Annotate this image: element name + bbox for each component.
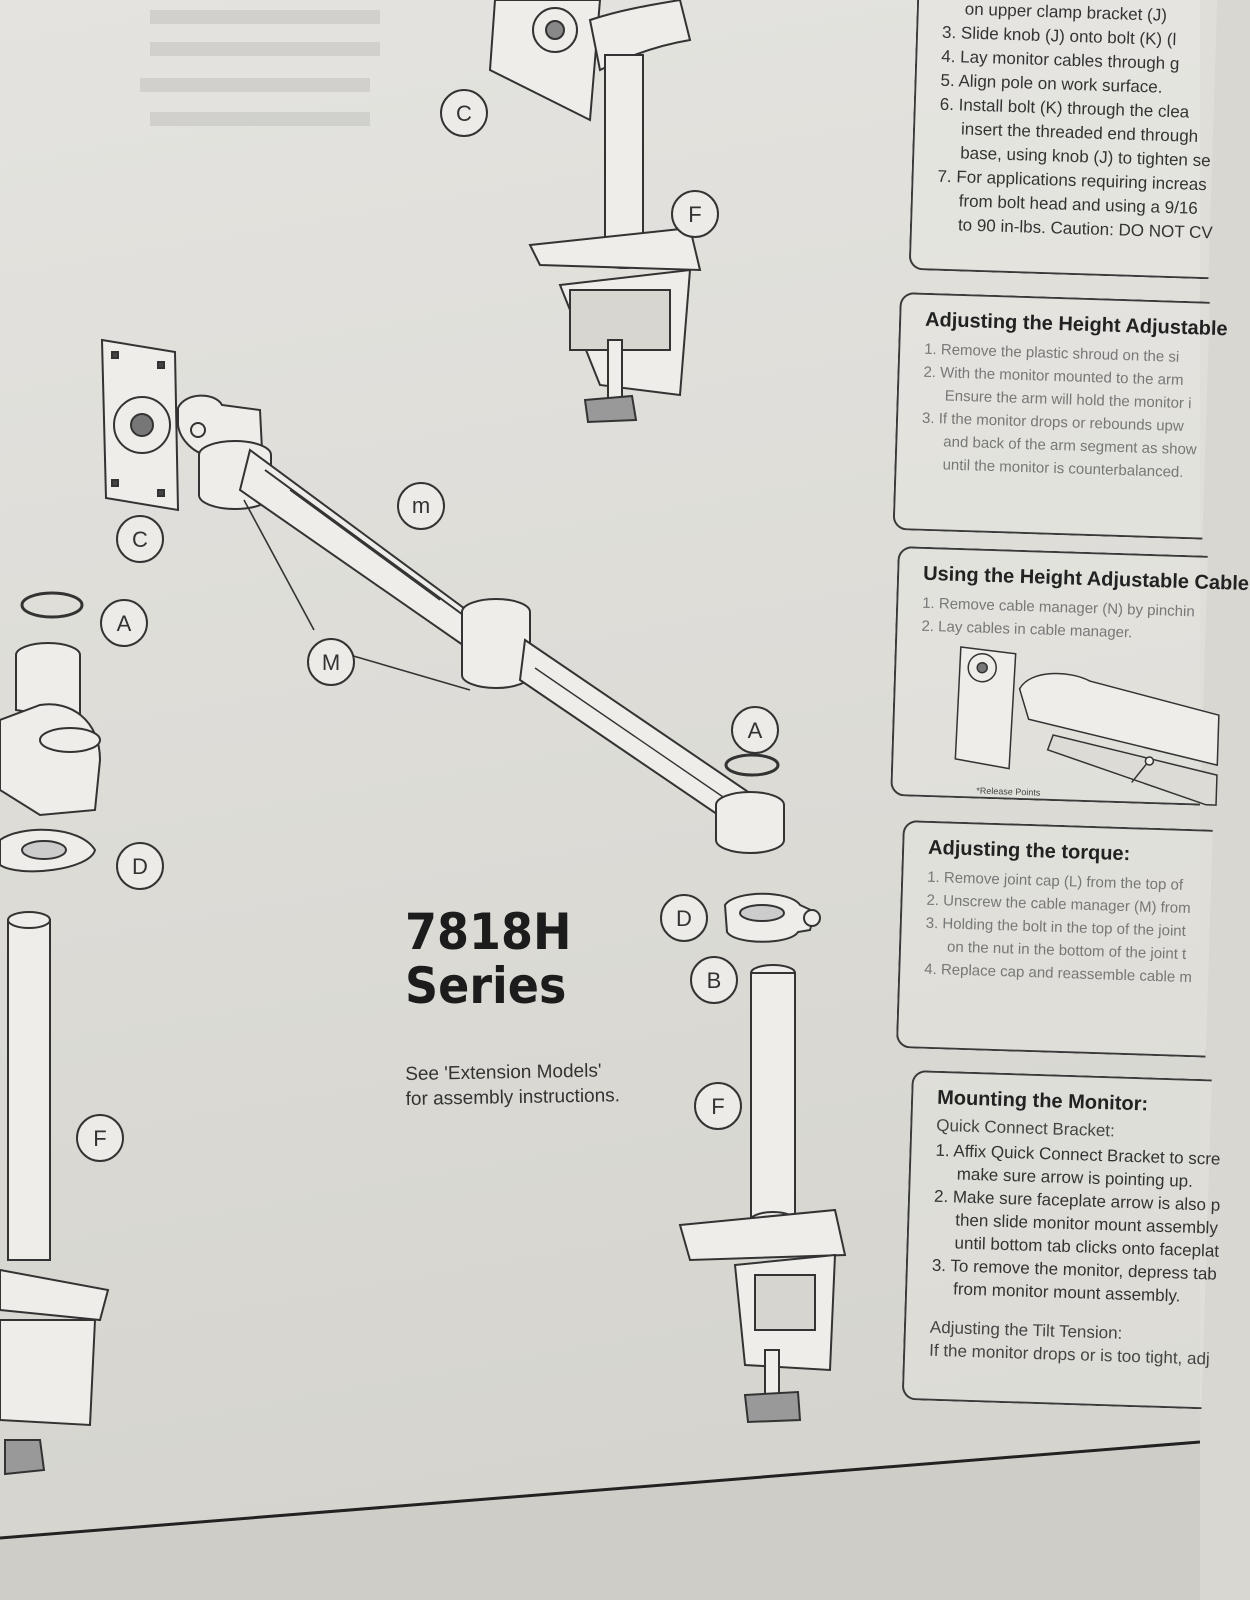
table-surface bbox=[0, 1444, 1200, 1600]
callout-d-left: D bbox=[116, 842, 164, 890]
model-title: 7818H Series bbox=[405, 905, 572, 1013]
mounting-steps: 1. Affix Quick Connect Bracket to scre m… bbox=[931, 1139, 1221, 1309]
callout-f-top-label: F bbox=[688, 202, 701, 227]
model-note-line2: for assembly instructions. bbox=[405, 1085, 621, 1110]
model-note-line1: See 'Extension Models' bbox=[405, 1060, 602, 1085]
callout-b: B bbox=[690, 956, 738, 1004]
dual-arm-illustration bbox=[100, 338, 785, 854]
cable-manager-steps: 1. Remove cable manager (N) by pinchin 2… bbox=[921, 592, 1206, 647]
callout-m-big-label: M bbox=[322, 650, 340, 675]
height-adjust-panel: Adjusting the Height Adjustable 1. Remov… bbox=[892, 292, 1228, 540]
pole-clamp-illustration bbox=[678, 892, 847, 1424]
callout-f-left: F bbox=[76, 1114, 124, 1162]
callout-f-top: F bbox=[671, 190, 719, 238]
assembly-diagram: C F m C A M A D bbox=[0, 0, 1201, 1600]
installation-steps-panel: on upper clamp bracket (J) 3. Slide knob… bbox=[908, 0, 1218, 280]
callout-b-label: B bbox=[707, 968, 722, 993]
installation-steps-list: on upper clamp bracket (J) 3. Slide knob… bbox=[936, 0, 1217, 245]
callout-f-left-label: F bbox=[93, 1126, 106, 1151]
callout-c-mid-label: C bbox=[132, 527, 148, 552]
top-mount-illustration bbox=[488, 0, 702, 424]
callout-c-top-label: C bbox=[456, 101, 472, 126]
model-series: Series bbox=[405, 957, 567, 1015]
cable-manager-panel: Using the Height Adjustable Cable 1. Rem… bbox=[890, 546, 1250, 806]
model-number: 7818H bbox=[405, 903, 572, 961]
callout-f-mid-label: F bbox=[711, 1094, 724, 1119]
callout-m-small-label: m bbox=[412, 493, 430, 518]
callout-m-big: M bbox=[307, 638, 355, 686]
height-adjust-steps: 1. Remove the plastic shroud on the si 2… bbox=[920, 338, 1208, 485]
callout-a-right-label: A bbox=[748, 718, 763, 743]
callout-c-mid: C bbox=[116, 515, 164, 563]
torque-title: Adjusting the torque: bbox=[927, 836, 1131, 866]
page-edge bbox=[0, 1440, 1201, 1540]
torque-panel: Adjusting the torque: 1. Remove joint ca… bbox=[895, 820, 1213, 1058]
mounting-title: Mounting the Monitor: bbox=[936, 1086, 1149, 1116]
leader-lines bbox=[243, 499, 471, 691]
cable-release-illustration bbox=[954, 646, 1220, 806]
mounting-panel: Mounting the Monitor: Quick Connect Brac… bbox=[901, 1070, 1221, 1410]
callout-d-right: D bbox=[660, 894, 708, 942]
cable-manager-title: Using the Height Adjustable Cable bbox=[922, 562, 1250, 596]
callout-m-small: m bbox=[397, 482, 445, 530]
callout-f-mid: F bbox=[694, 1082, 742, 1130]
bleed-through-text bbox=[140, 10, 380, 126]
callout-a-left: A bbox=[100, 599, 148, 647]
callout-d-left-label: D bbox=[132, 854, 148, 879]
height-adjust-title: Adjusting the Height Adjustable bbox=[924, 308, 1228, 341]
torque-steps: 1. Remove joint cap (L) from the top of … bbox=[924, 866, 1211, 990]
callout-d-right-label: D bbox=[676, 906, 692, 931]
model-note: See 'Extension Models' for assembly inst… bbox=[405, 1058, 620, 1112]
callout-a-left-label: A bbox=[117, 611, 132, 636]
callout-a-right: A bbox=[731, 706, 779, 754]
left-mount-illustration bbox=[0, 591, 110, 1476]
callout-c-top: C bbox=[440, 89, 488, 137]
